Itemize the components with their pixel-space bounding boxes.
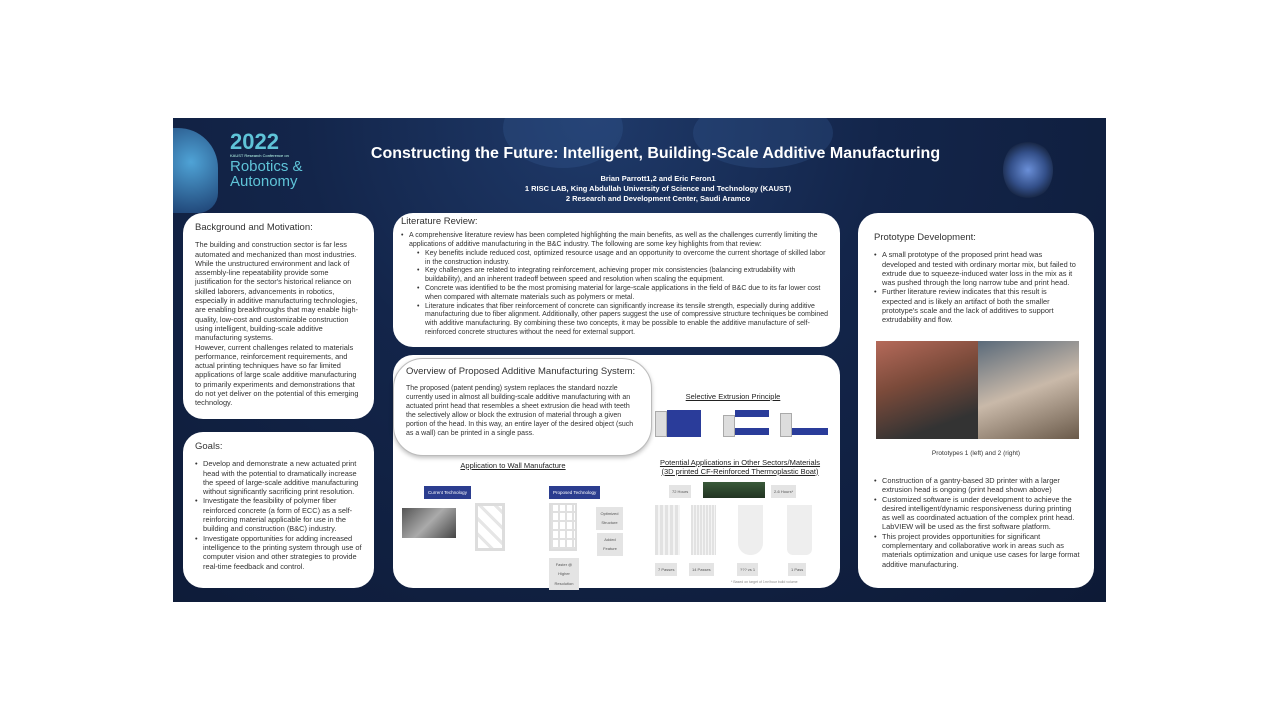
conference-logo: 2022 KAUST Research Conference on Roboti… [230, 129, 320, 190]
overview-description: Overview of Proposed Additive Manufactur… [393, 358, 652, 456]
hull-14-passes [691, 505, 716, 555]
photo-caption: Prototypes 1 (left) and 2 (right) [931, 450, 1021, 457]
literature-panel: Literature Review: A comprehensive liter… [393, 213, 840, 347]
hull-7-passes [655, 505, 680, 555]
literature-item: Concrete was identified to be the most p… [417, 285, 832, 303]
poster-title: Constructing the Future: Intelligent, Bu… [370, 145, 941, 162]
applications-title: Potential Applications in Other Sectors/… [645, 458, 835, 476]
logo-subtitle: KAUST Research Conference on [230, 153, 289, 158]
literature-item: Key challenges are related to integratin… [417, 267, 832, 285]
goals-heading: Goals: [195, 441, 223, 452]
goals-panel: Goals: Develop and demonstrate a new act… [183, 432, 374, 588]
passes-label: 14 Passes [689, 563, 714, 577]
optimized-structure-label: Optimized Structure [596, 507, 623, 530]
selective-extrusion-title: Selective Extrusion Principle [685, 392, 781, 401]
hull-single [738, 505, 763, 555]
prototype-heading: Prototype Development: [874, 232, 976, 243]
hours-label: 2-6 Hours* [771, 485, 797, 499]
overview-text: The proposed (patent pending) system rep… [406, 385, 634, 438]
applications-title-line: (3D printed CF-Reinforced Thermoplastic … [661, 466, 819, 476]
passes-label: ??? vs 1 [737, 563, 759, 577]
poster: 2022 KAUST Research Conference on Roboti… [173, 118, 1106, 602]
faster-label: Faster @ Higher Resolution [549, 558, 579, 590]
proposed-technology-label: Proposed Technology [549, 486, 601, 500]
literature-heading: Literature Review: [401, 216, 478, 227]
boat-photo [703, 482, 765, 498]
prototype-item: Construction of a gantry-based 3D printe… [874, 476, 1080, 495]
prototype-panel: Prototype Development: A small prototype… [858, 213, 1094, 588]
prototype-photos [876, 341, 1079, 439]
robot-face-image [173, 128, 218, 213]
literature-item: Key benefits include reduced cost, optim… [417, 250, 832, 268]
hull-1-pass [787, 505, 812, 555]
robot-image [1003, 140, 1053, 200]
prototype-2-photo [977, 341, 1079, 439]
truss-wall-diagram [475, 503, 505, 551]
footnote: * Based on target of 1m³/hour build volu… [731, 580, 798, 584]
prototype-item: This project provides opportunities for … [874, 532, 1080, 569]
prototype-1-photo [876, 341, 978, 439]
background-heading: Background and Motivation: [195, 222, 313, 233]
background-panel: Background and Motivation: The building … [183, 213, 374, 419]
overview-panel: Overview of Proposed Additive Manufactur… [393, 355, 840, 590]
added-feature-label: Added Feature [597, 533, 623, 556]
goal-item: Develop and demonstrate a new actuated p… [195, 459, 362, 496]
authors-block: Brian Parrott1,2 and Eric Feron1 1 RISC … [413, 174, 903, 204]
current-technology-label: Current Technology [424, 486, 471, 500]
goal-item: Investigate the feasibility of polymer f… [195, 496, 362, 533]
literature-intro: A comprehensive literature review has be… [409, 232, 818, 249]
hours-label: 72 Hours [669, 485, 692, 499]
affiliation-2: 2 Research and Development Center, Saudi… [565, 194, 751, 203]
applications-title-line: Potential Applications in Other Sectors/… [659, 458, 821, 467]
background-paragraph: The building and construction sector is … [195, 240, 359, 343]
prototype-item: Further literature review indicates that… [874, 287, 1078, 324]
prototype-item: Customized software is under development… [874, 495, 1080, 532]
passes-label: 7 Passes [655, 563, 678, 577]
overview-heading: Overview of Proposed Additive Manufactur… [406, 366, 636, 377]
authors: Brian Parrott1,2 and Eric Feron1 [600, 174, 716, 183]
literature-item: Literature indicates that fiber reinforc… [417, 303, 832, 338]
logo-year: 2022 [230, 129, 279, 154]
passes-label: 1 Pass [788, 563, 807, 577]
grid-wall-diagram [549, 503, 577, 551]
logo-name: Robotics & Autonomy [230, 158, 303, 190]
goal-item: Investigate opportunities for adding inc… [195, 534, 362, 571]
prototype-item: A small prototype of the proposed print … [874, 250, 1078, 287]
wall-manufacture-title: Application to Wall Manufacture [460, 461, 566, 470]
printed-wall-photo [402, 508, 456, 538]
affiliation-1: 1 RISC LAB, King Abdullah University of … [524, 184, 792, 193]
background-paragraph: However, current challenges related to m… [195, 342, 359, 408]
